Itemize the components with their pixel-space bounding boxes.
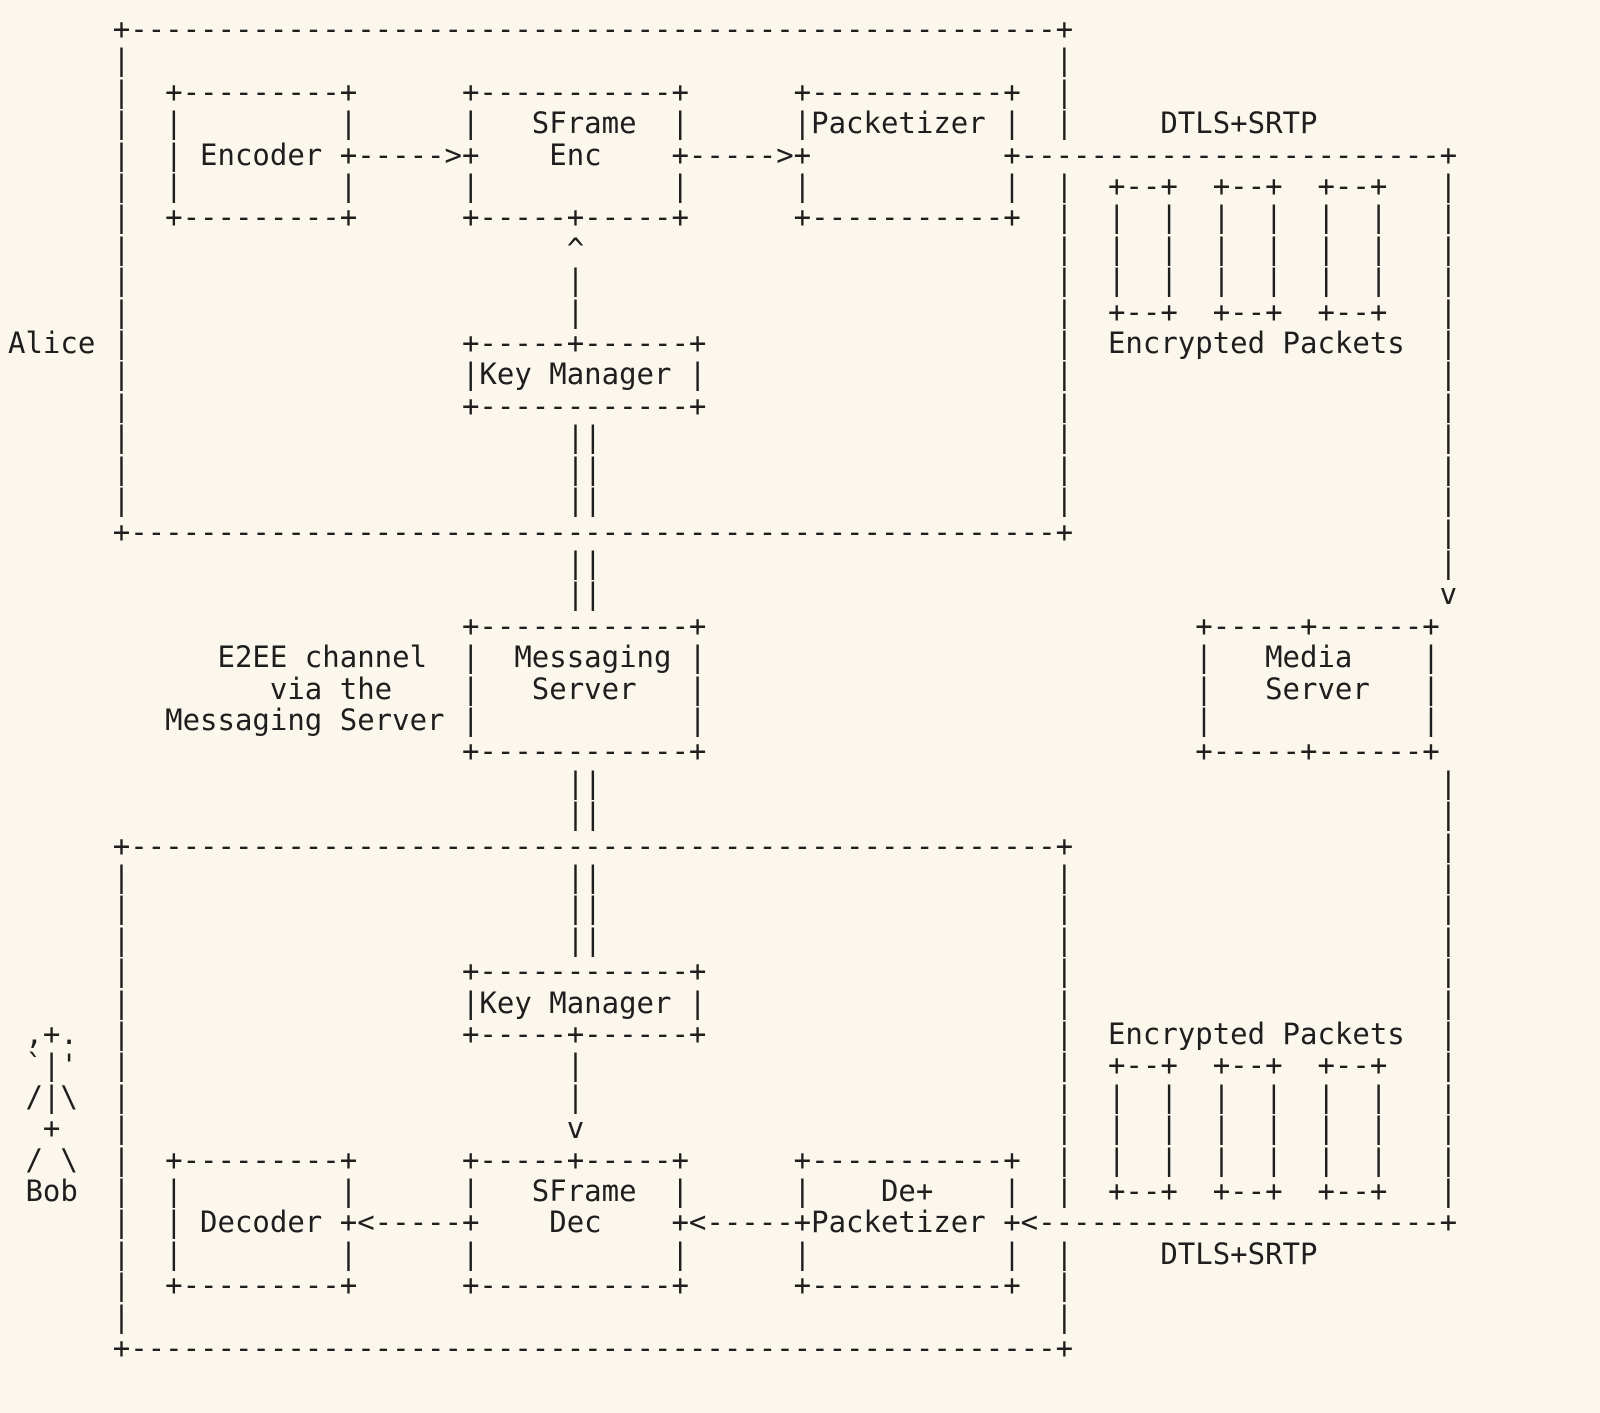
ascii-architecture-diagram: +---------------------------------------… bbox=[8, 12, 1458, 1366]
